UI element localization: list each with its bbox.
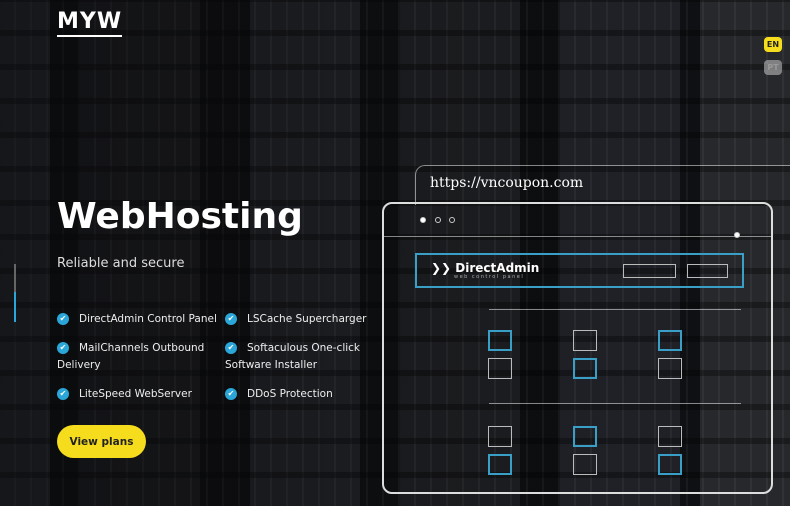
feature-label: DDoS Protection xyxy=(247,388,333,400)
control-panel-illustration: ❯❯ DirectAdmin web control panel xyxy=(382,202,773,494)
feature-label: LSCache Supercharger xyxy=(247,313,367,325)
directadmin-logo: ❯❯ DirectAdmin xyxy=(431,261,540,275)
check-circle-icon: ✔ xyxy=(225,342,237,354)
feature-item: ✔ LSCache Supercharger xyxy=(225,311,385,328)
view-plans-button[interactable]: View plans xyxy=(57,425,146,458)
feature-item: ✔ DDoS Protection xyxy=(225,386,385,403)
tile xyxy=(658,330,682,351)
feature-item: ✔ LiteSpeed WebServer xyxy=(57,386,217,403)
check-circle-icon: ✔ xyxy=(225,388,237,400)
language-en[interactable]: EN xyxy=(764,37,782,52)
window-dot xyxy=(734,232,740,238)
feature-label: DirectAdmin Control Panel xyxy=(79,313,217,325)
tile xyxy=(488,358,512,379)
feature-label: LiteSpeed WebServer xyxy=(79,388,192,400)
hero-title: WebHosting xyxy=(57,196,303,237)
window-dot xyxy=(449,217,455,223)
check-circle-icon: ✔ xyxy=(225,313,237,325)
tile xyxy=(488,330,512,351)
tile xyxy=(658,454,682,475)
hero-subtitle: Reliable and secure xyxy=(57,256,185,271)
feature-label: MailChannels Outbound Delivery xyxy=(57,342,205,371)
check-circle-icon: ✔ xyxy=(57,313,69,325)
url-text: https://vncoupon.com xyxy=(430,175,584,191)
logo[interactable]: MYW xyxy=(57,10,123,37)
directadmin-brand: DirectAdmin xyxy=(455,261,540,275)
divider xyxy=(384,236,771,237)
check-circle-icon: ✔ xyxy=(57,342,69,354)
window-dot xyxy=(435,217,441,223)
feature-item: ✔Softaculous One-click Software Installe… xyxy=(225,340,360,374)
tile xyxy=(488,454,512,475)
tile xyxy=(573,330,597,351)
directadmin-tagline: web control panel xyxy=(454,274,525,280)
window-dot xyxy=(420,217,426,223)
header-field xyxy=(687,264,728,278)
directadmin-header: ❯❯ DirectAdmin web control panel xyxy=(415,253,744,288)
slide-indicator[interactable] xyxy=(14,264,16,322)
slide-indicator-active xyxy=(14,292,16,322)
divider xyxy=(489,403,741,404)
header-field xyxy=(623,264,676,278)
tile xyxy=(488,426,512,447)
feature-item: ✔MailChannels Outbound Delivery xyxy=(57,340,207,374)
feature-item: ✔ DirectAdmin Control Panel xyxy=(57,311,217,328)
divider xyxy=(489,309,741,310)
tile xyxy=(658,358,682,379)
tile xyxy=(573,426,597,447)
tile xyxy=(658,426,682,447)
language-pt[interactable]: PT xyxy=(764,60,782,75)
tile xyxy=(573,358,597,379)
feature-label: Softaculous One-click Software Installer xyxy=(225,342,361,371)
check-circle-icon: ✔ xyxy=(57,388,69,400)
url-bar: https://vncoupon.com xyxy=(415,165,790,205)
tile xyxy=(573,454,597,475)
